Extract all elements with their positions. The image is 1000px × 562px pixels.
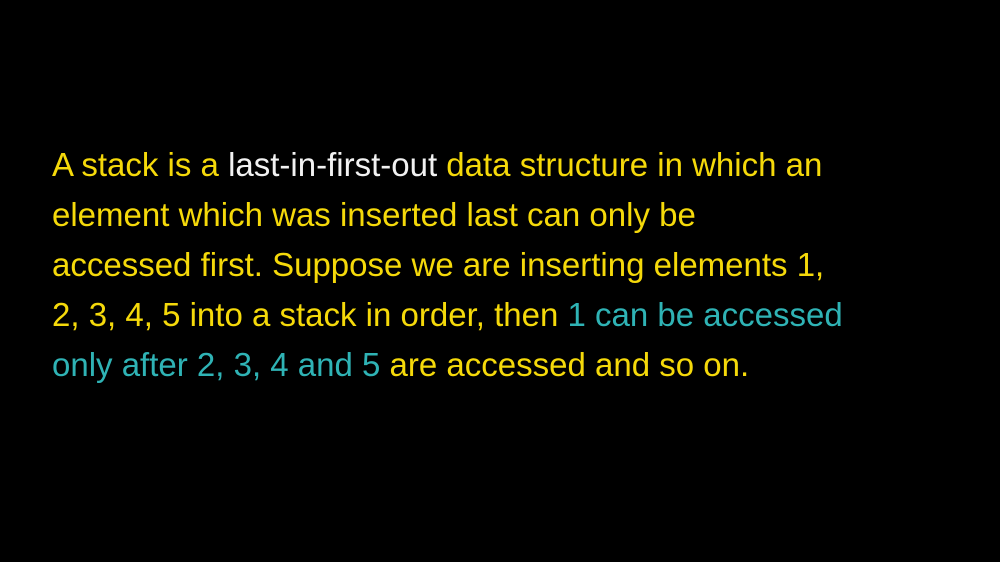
highlight-example: 1 can be accessed xyxy=(567,296,843,333)
paragraph-line-3: accessed first. Suppose we are inserting… xyxy=(52,246,825,283)
highlight-example: only after 2, 3, 4 and 5 xyxy=(52,346,381,383)
text-segment: A stack is a xyxy=(52,146,229,183)
paragraph-line-1: A stack is a last-in-first-out data stru… xyxy=(52,140,992,190)
paragraph-line-2: element which was inserted last can only… xyxy=(52,196,696,233)
text-segment: are accessed and so on. xyxy=(380,346,750,383)
highlight-lifo-term: last-in-first-out xyxy=(228,146,438,183)
text-segment: data structure in which an xyxy=(437,146,823,183)
paragraph-line-4: 2, 3, 4, 5 into a stack in order, then 1… xyxy=(52,290,992,340)
stack-definition-paragraph: A stack is a last-in-first-out data stru… xyxy=(52,140,992,390)
paragraph-line-5: only after 2, 3, 4 and 5 are accessed an… xyxy=(52,340,992,390)
text-segment: 2, 3, 4, 5 into a stack in order, then xyxy=(52,296,568,333)
